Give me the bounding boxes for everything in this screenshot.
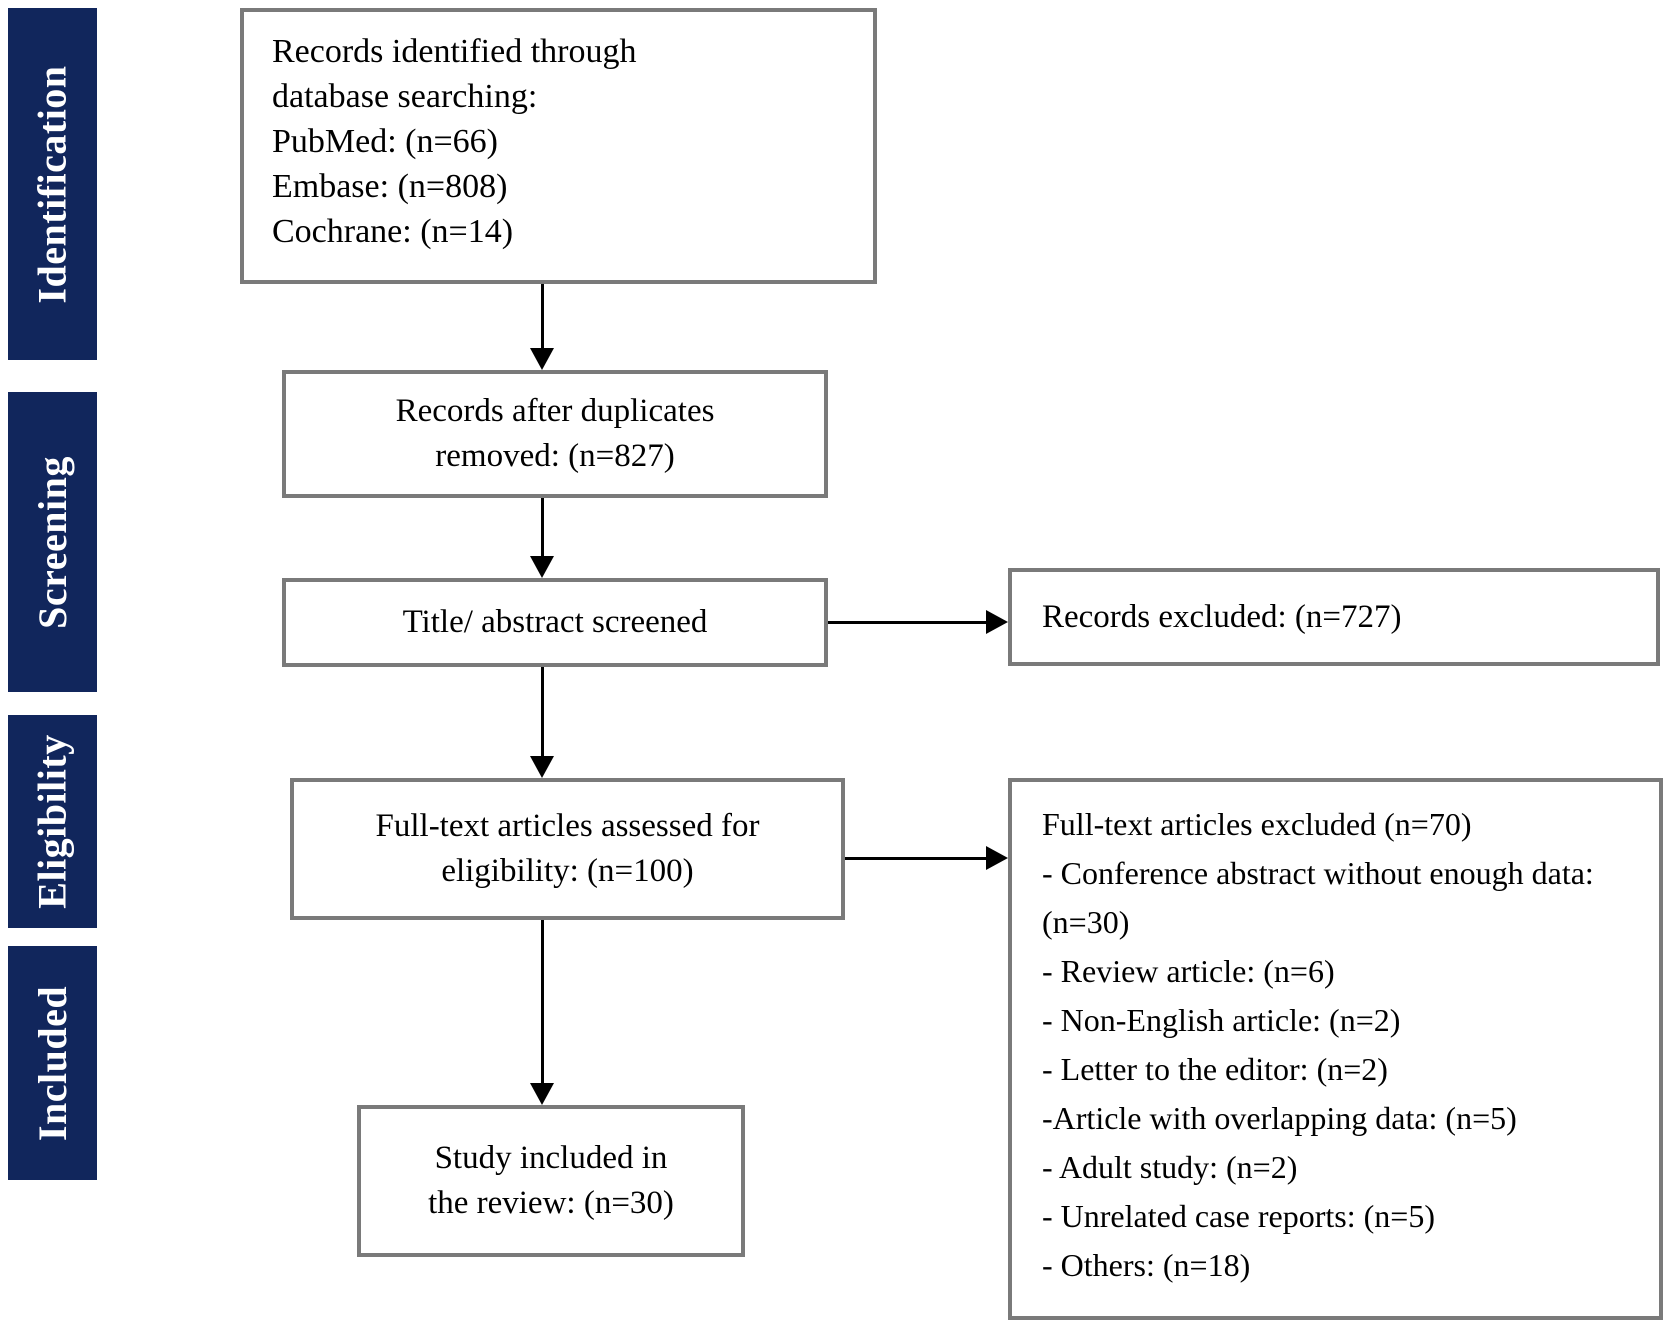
exclusion-item: - Non-English article: (n=2)	[1042, 1001, 1401, 1038]
fulltext-excluded-body: Full-text articles excluded (n=70) - Con…	[1012, 782, 1659, 1290]
stage-bar-screening: Screening	[8, 392, 97, 692]
arrow-down-head-icon	[530, 756, 554, 778]
exclusion-item: - Unrelated case reports: (n=5)	[1042, 1197, 1435, 1234]
study-included-text: Study included in the review: (n=30)	[428, 1140, 674, 1221]
exclusion-item: - Others: (n=18)	[1042, 1246, 1251, 1283]
exclusion-item: - Review article: (n=6)	[1042, 952, 1335, 989]
stage-label-eligibility: Eligibility	[30, 734, 75, 909]
arrow-down-head-icon	[530, 348, 554, 370]
arrow-fulltext-to-included	[530, 920, 554, 1105]
arrow-screened-to-fulltext	[530, 667, 554, 778]
stage-bar-included: Included	[8, 946, 97, 1180]
fulltext-excluded-title: Full-text articles excluded (n=70)	[1042, 806, 1472, 842]
stage-label-screening: Screening	[30, 455, 75, 629]
arrow-shaft	[540, 920, 544, 1083]
records-identified-text: Records identified through database sear…	[272, 33, 637, 250]
records-identified-box: Records identified through database sear…	[240, 8, 877, 284]
duplicates-removed-box: Records after duplicates removed: (n=827…	[282, 370, 828, 498]
fulltext-excluded-list: - Conference abstract without enough dat…	[1042, 849, 1637, 1290]
arrow-screened-to-records-excluded	[828, 610, 1008, 634]
arrow-shaft	[845, 856, 986, 860]
arrow-identification-to-duplicates	[530, 284, 554, 370]
exclusion-item: - Adult study: (n=2)	[1042, 1148, 1298, 1185]
records-excluded-box: Records excluded: (n=727)	[1008, 568, 1660, 666]
arrow-duplicates-to-screened	[530, 498, 554, 578]
records-excluded-text: Records excluded: (n=727)	[1042, 598, 1402, 635]
arrow-shaft	[540, 284, 544, 348]
arrow-fulltext-to-fulltext-excluded	[845, 846, 1008, 870]
exclusion-item: -Article with overlapping data: (n=5)	[1042, 1099, 1517, 1136]
arrow-down-head-icon	[530, 556, 554, 578]
arrow-shaft	[540, 498, 544, 556]
duplicates-removed-text: Records after duplicates removed: (n=827…	[395, 393, 715, 474]
stage-bar-eligibility: Eligibility	[8, 715, 97, 928]
fulltext-assessed-text: Full-text articles assessed for eligibil…	[375, 808, 760, 889]
arrow-shaft	[540, 667, 544, 756]
title-abstract-screened-box: Title/ abstract screened	[282, 578, 828, 667]
fulltext-assessed-box: Full-text articles assessed for eligibil…	[290, 778, 845, 920]
stage-label-included: Included	[30, 985, 76, 1141]
exclusion-item: - Letter to the editor: (n=2)	[1042, 1050, 1388, 1087]
arrow-shaft	[828, 620, 986, 624]
fulltext-excluded-box: Full-text articles excluded (n=70) - Con…	[1008, 778, 1663, 1320]
stage-label-identification: Identification	[30, 64, 75, 304]
exclusion-item: - Conference abstract without enough dat…	[1042, 854, 1594, 940]
arrow-right-head-icon	[986, 610, 1008, 634]
stage-bar-identification: Identification	[8, 8, 97, 360]
title-abstract-screened-text: Title/ abstract screened	[402, 604, 708, 641]
study-included-box: Study included in the review: (n=30)	[357, 1105, 745, 1257]
arrow-down-head-icon	[530, 1083, 554, 1105]
arrow-right-head-icon	[986, 846, 1008, 870]
